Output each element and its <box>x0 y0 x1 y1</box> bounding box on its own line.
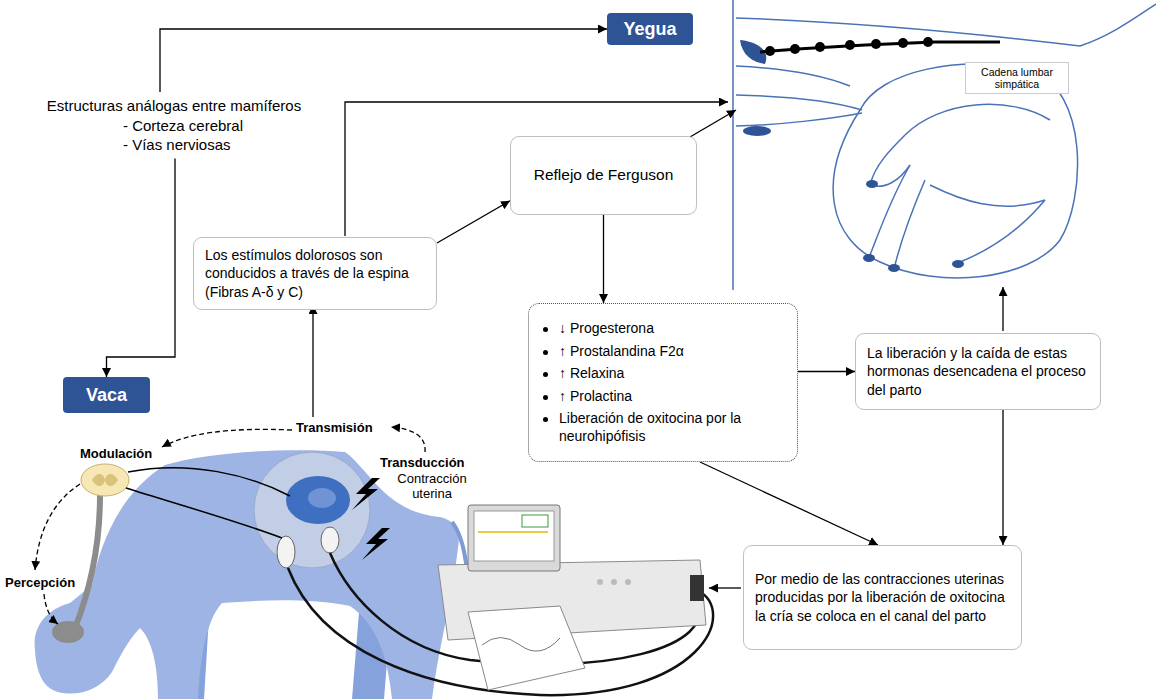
foal-nose <box>866 180 878 188</box>
node-text: - Corteza cerebral <box>18 116 330 136</box>
probe <box>277 536 295 568</box>
monitor-trace <box>478 531 548 533</box>
node-text: Estructuras análogas entre mamíferos <box>18 96 330 116</box>
illustration-label: Percepción <box>5 575 75 590</box>
cow-body <box>35 450 459 699</box>
mare-vagina <box>736 95 862 110</box>
node-text: Reflejo de Ferguson <box>522 165 685 185</box>
arrow-line <box>312 305 313 417</box>
nerve-line <box>126 488 282 538</box>
node-text: Los estímulos dolorosos son conducidos a… <box>205 246 425 301</box>
arrow-connector <box>160 29 607 92</box>
illustration-label: Cadena lumbar simpática <box>965 62 1069 94</box>
node-text: ↑ Prostalandina F2α <box>559 342 786 360</box>
ganglion-dot <box>871 39 881 49</box>
arrow-line <box>690 110 736 137</box>
node-text: - Vías nerviosas <box>18 135 330 155</box>
calf <box>308 488 336 508</box>
arrow-line <box>709 587 741 588</box>
dashed-arrow <box>162 429 292 447</box>
process-box: Por medio de las contracciones uterinas … <box>743 545 1022 650</box>
node-text: La liberación y la caída de estas hormon… <box>867 344 1089 399</box>
foal-hoof <box>952 260 964 268</box>
arrow-connector <box>1002 410 1003 545</box>
foal-leg <box>960 200 1045 262</box>
arrow-connector <box>798 371 855 372</box>
arrow-line <box>345 102 728 236</box>
node-text: Liberación de oxitocina por la neurohipó… <box>559 409 786 446</box>
probe <box>321 527 339 553</box>
foal-outline <box>905 104 1050 135</box>
monitor-button <box>597 579 603 585</box>
illustration-label: Modulación <box>80 446 152 461</box>
monitor-port <box>690 575 704 601</box>
illustration-label: Transmisión <box>296 420 373 435</box>
dashed-arrow <box>35 484 80 570</box>
arrow-connector <box>700 462 878 545</box>
cow-brain <box>52 621 84 643</box>
monitor-window <box>522 515 548 527</box>
mare-organ <box>743 126 771 136</box>
process-box: Los estímulos dolorosos son conducidos a… <box>193 237 437 310</box>
monitor-button <box>611 579 617 585</box>
monitor-screen-frame <box>468 505 560 571</box>
illustration-label: Contracción uterina <box>392 471 472 501</box>
spinal-cord <box>75 495 100 628</box>
dashed-arrow <box>44 594 58 624</box>
spinal-section <box>81 464 129 496</box>
node-text: ↑ Relaxina <box>559 364 786 382</box>
node-text: Vaca <box>86 385 127 406</box>
node-text: Por medio de las contracciones uterinas … <box>755 570 1010 625</box>
node-text: ↓ Progesterona <box>559 319 786 337</box>
foal-hoof <box>863 254 875 262</box>
ganglion-dot <box>765 46 775 56</box>
ganglion-dot <box>898 38 908 48</box>
ganglion-dot <box>790 44 800 54</box>
title-badge: Vaca <box>63 377 150 413</box>
ganglion-dot <box>845 40 855 50</box>
lightning-bolt <box>362 528 390 560</box>
foal-leg <box>895 180 925 265</box>
mare-back <box>736 4 1156 46</box>
arrow-line <box>1002 287 1003 331</box>
arrow-connector <box>107 159 176 378</box>
mare-uterus <box>833 64 1077 278</box>
process-box: Reflejo de Ferguson <box>510 136 697 215</box>
mare-rectum <box>736 66 850 86</box>
monitor-button <box>625 579 631 585</box>
uterus-zoom <box>254 452 370 568</box>
illustration-label: Transducción <box>380 455 465 470</box>
ganglion-dot <box>923 37 933 47</box>
arrow-connector <box>603 215 604 303</box>
monitor-display <box>474 511 554 561</box>
paper-strip <box>468 606 585 690</box>
foal-hoof <box>888 264 900 272</box>
text-block: Estructuras análogas entre mamíferos- Co… <box>18 92 330 159</box>
hormone-list-box: ↓ Progesterona ↑ Prostalandina F2α ↑ Relax… <box>528 303 798 462</box>
foal-head <box>870 135 910 186</box>
process-box: La liberación y la caída de estas hormon… <box>855 333 1101 410</box>
mare-vagina <box>736 113 862 126</box>
title-badge: Yegua <box>607 13 693 45</box>
node-text: Yegua <box>623 19 676 40</box>
arrow-connector <box>437 201 510 243</box>
nerve-line <box>128 468 290 496</box>
paper-trace <box>482 638 560 652</box>
node-text: ↑ Prolactina <box>559 387 786 405</box>
uterus <box>286 476 350 524</box>
lightning-bolt <box>352 478 380 510</box>
ganglion-dot <box>815 42 825 52</box>
dashed-arrow <box>391 427 425 452</box>
spinal-grey-matter <box>92 474 118 486</box>
foal-outline <box>930 185 1045 206</box>
foal-leg <box>870 165 910 255</box>
mare-outline <box>732 0 734 290</box>
